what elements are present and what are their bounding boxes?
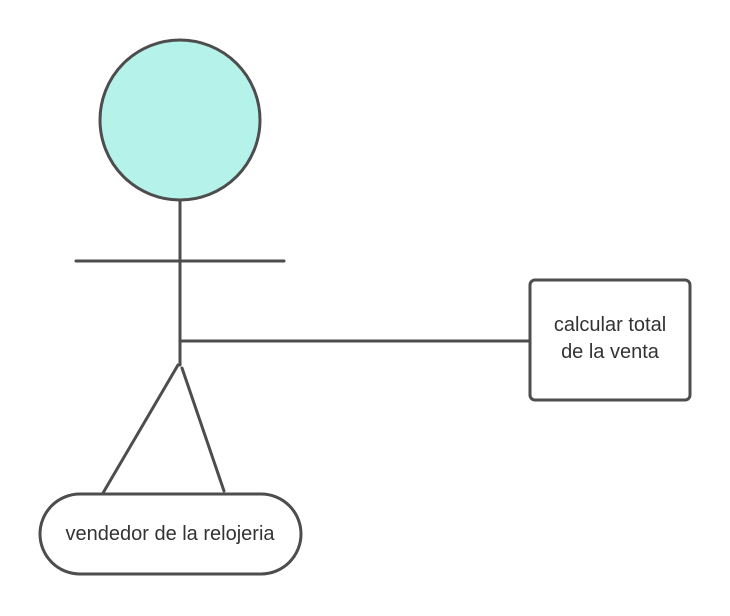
- use-case-label-line2: de la venta: [561, 341, 660, 363]
- actor-label-pill: [38, 492, 303, 576]
- use-case-label-line1: calcular total: [554, 314, 666, 336]
- actor-head: [98, 38, 262, 202]
- actor-figure: [74, 38, 286, 495]
- actor-label-box: vendedor de la relojeria: [38, 492, 303, 576]
- use-case-rect: [528, 278, 692, 402]
- actor-left-leg: [101, 363, 180, 495]
- actor-right-leg: [180, 366, 226, 493]
- actor-label: vendedor de la relojeria: [65, 523, 275, 545]
- use-case-box: calcular total de la venta: [528, 278, 692, 402]
